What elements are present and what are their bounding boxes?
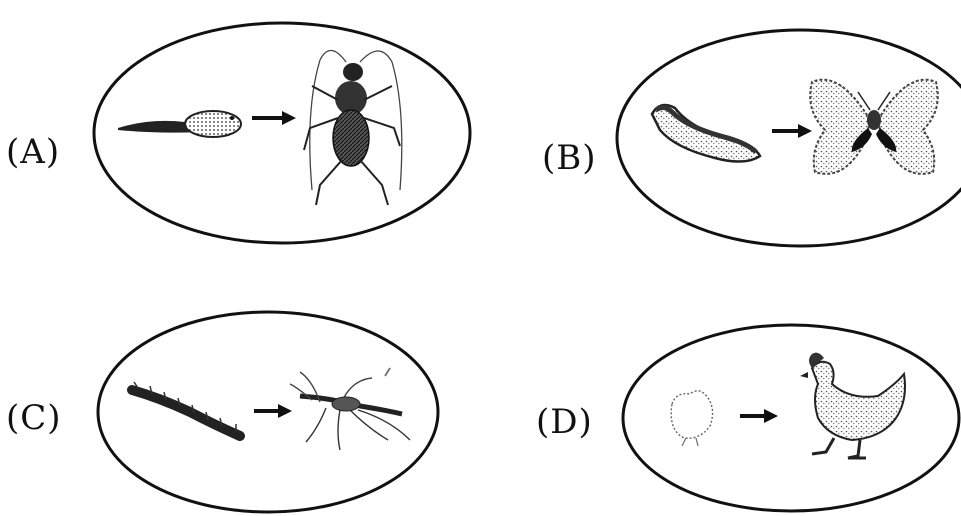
- arrow-d-icon: [740, 409, 778, 423]
- arrow-a-icon: [252, 111, 296, 125]
- larva-icon: [132, 382, 240, 436]
- tadpole-icon: [118, 111, 241, 137]
- panel-d-ellipse: [623, 325, 959, 511]
- arrow-b-icon: [772, 124, 812, 138]
- arrow-c-icon: [254, 404, 292, 418]
- mosquito-icon: [290, 368, 410, 450]
- butterfly-icon: [810, 80, 938, 174]
- chick-icon: [671, 391, 712, 446]
- hen-icon: [800, 353, 905, 458]
- cricket-icon: [304, 50, 402, 205]
- panel-b: [617, 30, 961, 246]
- panel-c: [98, 312, 438, 512]
- panel-d: [623, 325, 959, 511]
- panel-a: [94, 23, 470, 243]
- caterpillar-icon: [652, 105, 760, 161]
- panel-a-ellipse: [94, 23, 470, 243]
